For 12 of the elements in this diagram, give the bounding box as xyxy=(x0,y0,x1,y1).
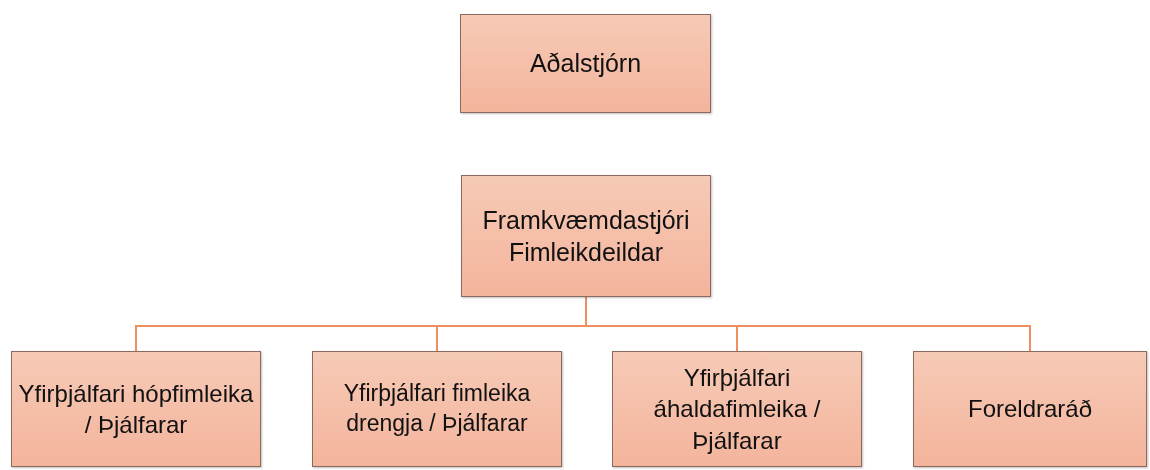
box-label: Aðalstjórn xyxy=(529,48,642,80)
org-box xyxy=(461,175,711,297)
org-box xyxy=(612,351,862,467)
org-box xyxy=(312,351,562,467)
box-label: Foreldraráð xyxy=(967,394,1093,425)
box-label: Yfirþjálfari hópfimleika / Þjálfarar xyxy=(18,378,254,440)
org-box xyxy=(11,351,261,467)
org-box xyxy=(913,351,1147,467)
box-label: Framkvæmdastjóri Fimleikdeildar xyxy=(481,204,691,268)
org-box xyxy=(460,14,711,113)
box-label: Yfirþjálfari fimleika drengja / Þjálfarar xyxy=(342,379,532,438)
box-label: Yfirþjálfari áhaldafimleika / Þjálfarar xyxy=(652,363,822,456)
